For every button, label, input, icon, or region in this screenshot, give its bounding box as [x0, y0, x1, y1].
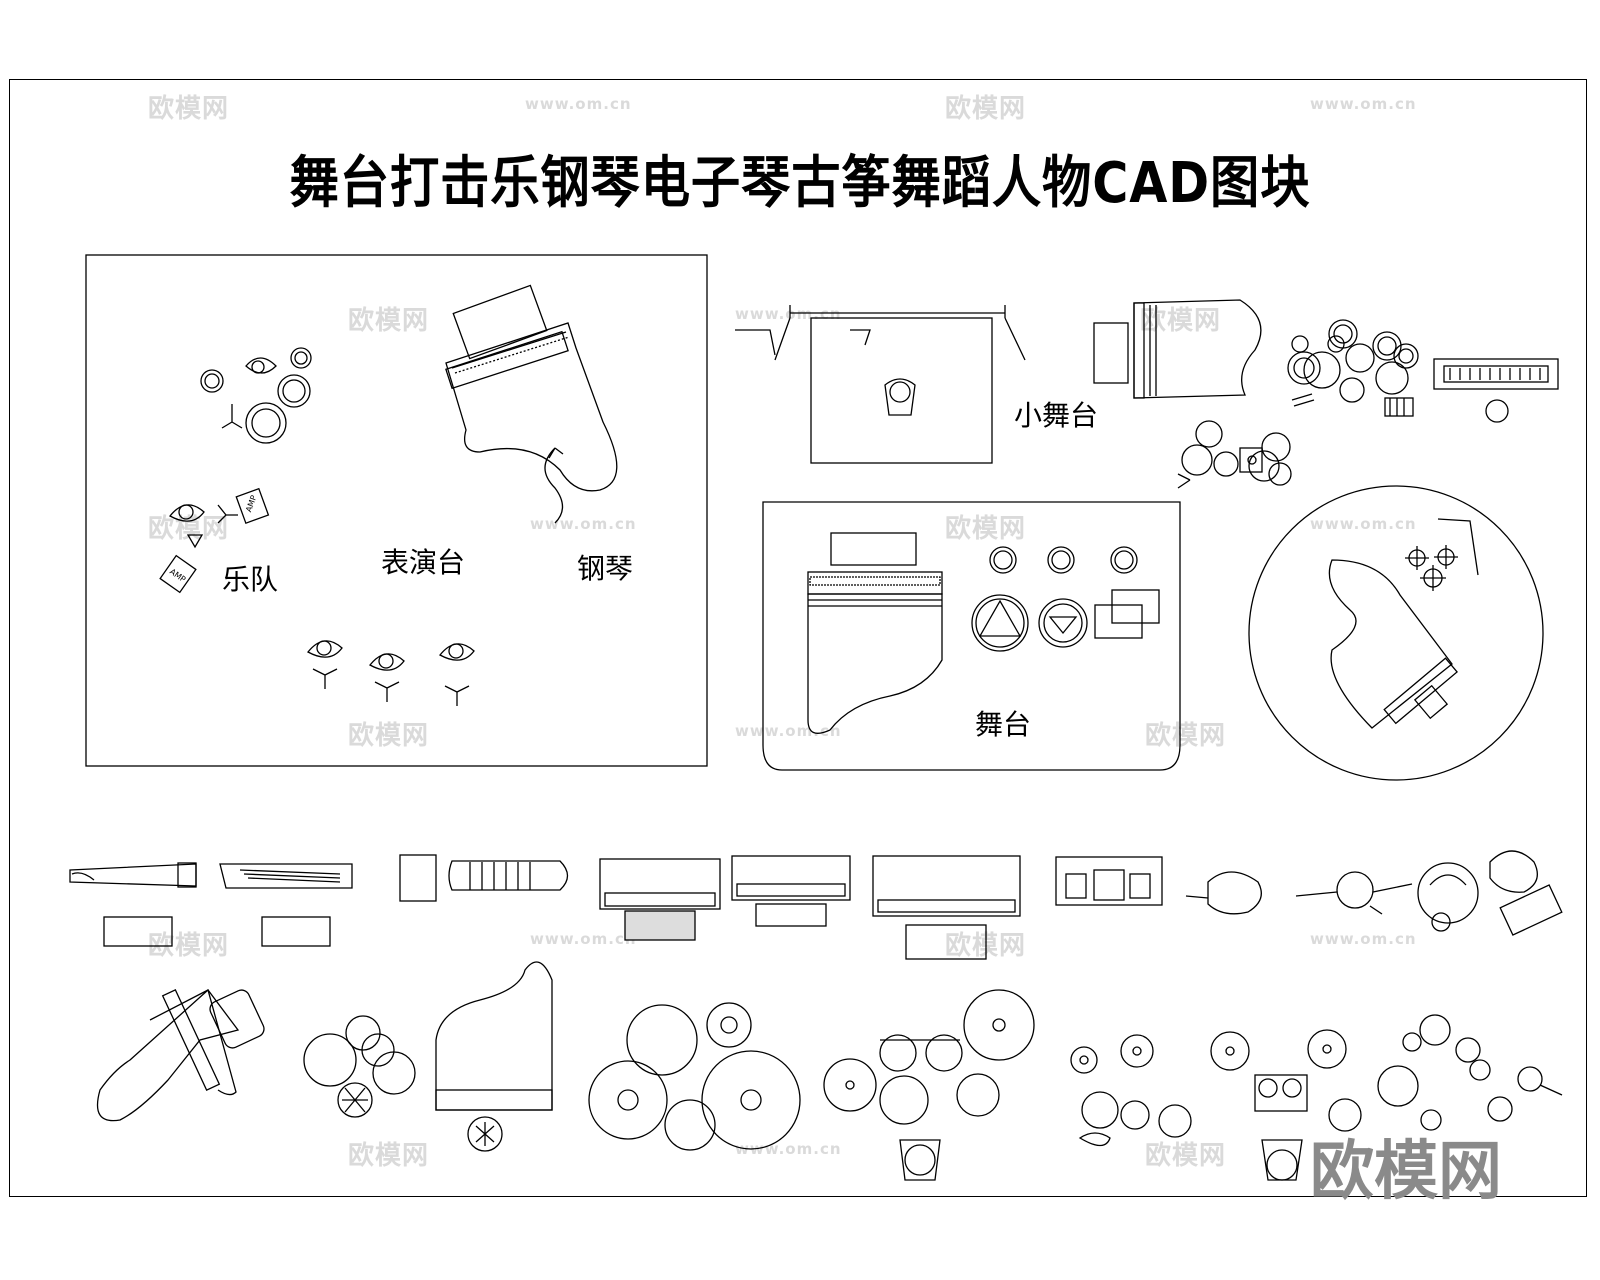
- upright-piano-3: [872, 855, 1021, 960]
- singer: [439, 643, 475, 706]
- amp-box: [159, 554, 197, 594]
- amp-label: AMP: [244, 494, 258, 513]
- amp-box: [235, 487, 270, 525]
- small-stage: [735, 305, 1026, 464]
- guzheng-2: [219, 863, 353, 947]
- singer: [369, 653, 405, 702]
- drum-kit-small: [1177, 420, 1292, 489]
- grand-piano-large: [96, 989, 265, 1122]
- dancer: [1185, 871, 1262, 915]
- drum-kit-e: [1377, 1014, 1563, 1131]
- watermark-url: www.om.cn: [735, 722, 842, 740]
- watermark-url: www.om.cn: [525, 95, 632, 113]
- label-small-stage: 小舞台: [1014, 399, 1099, 432]
- watermark-brand: 欧模网: [945, 94, 1027, 124]
- musician-guitar: [1417, 862, 1479, 932]
- grand-piano-small: [1093, 299, 1262, 399]
- guzheng-1: [69, 862, 197, 947]
- ballet-dancer: [1295, 871, 1413, 915]
- upright-piano-2: [731, 855, 851, 927]
- watermark-url: www.om.cn: [1310, 95, 1417, 113]
- performance-stage-panel: AMP AMP: [85, 254, 708, 767]
- amp-label: AMP: [168, 567, 187, 584]
- label-piano: 钢琴: [577, 552, 634, 585]
- keyboard-top: [1433, 358, 1559, 423]
- grand-piano-upright-view: [435, 961, 553, 1152]
- watermark-url: www.om.cn: [530, 930, 637, 948]
- drum-kit-c: [1070, 1034, 1192, 1147]
- round-stage: [1248, 485, 1544, 781]
- watermark-brand: 欧模网: [1145, 1141, 1227, 1171]
- label-stage: 舞台: [975, 708, 1032, 741]
- guzheng-3: [399, 854, 569, 902]
- main-stage: [762, 501, 1181, 771]
- mixer-console: [1055, 856, 1163, 906]
- page-title: 舞台打击乐钢琴电子琴古筝舞蹈人物CAD图块: [289, 151, 1311, 216]
- watermark-url: www.om.cn: [1310, 515, 1417, 533]
- watermark-url: www.om.cn: [735, 1140, 842, 1158]
- watermark-brand: 欧模网: [1140, 306, 1222, 336]
- watermark-brand: 欧模网: [148, 94, 230, 124]
- watermark-brand: 欧模网: [945, 514, 1027, 544]
- brand-watermark: 欧模网: [1310, 1135, 1502, 1209]
- drum-kit-a: [303, 1015, 416, 1118]
- watermark-brand: 欧模网: [348, 721, 430, 751]
- panel-border: [85, 254, 708, 767]
- keyboard-player: [1489, 850, 1563, 936]
- grand-piano-panel: [445, 284, 618, 524]
- drum-kit-top: [200, 347, 312, 444]
- watermark-brand: 欧模网: [348, 306, 430, 336]
- watermark-brand: 欧模网: [348, 1141, 430, 1171]
- singer: [307, 640, 343, 689]
- watermark-brand: 欧模网: [945, 931, 1027, 961]
- watermark-url: www.om.cn: [530, 515, 637, 533]
- label-performance-stage: 表演台: [381, 546, 466, 579]
- drum-kit-d: [1210, 1029, 1362, 1181]
- band-guitarist: [169, 504, 238, 549]
- drawing-frame: [9, 79, 1587, 1197]
- drum-kit-b: [823, 989, 1035, 1181]
- watermark-url: www.om.cn: [1310, 930, 1417, 948]
- label-band: 乐队: [222, 563, 279, 596]
- drum-kit-dense: [1287, 319, 1419, 417]
- upright-piano-1: [599, 858, 721, 941]
- watermark-brand: 欧模网: [1145, 721, 1227, 751]
- cymbals-set: [588, 1002, 801, 1151]
